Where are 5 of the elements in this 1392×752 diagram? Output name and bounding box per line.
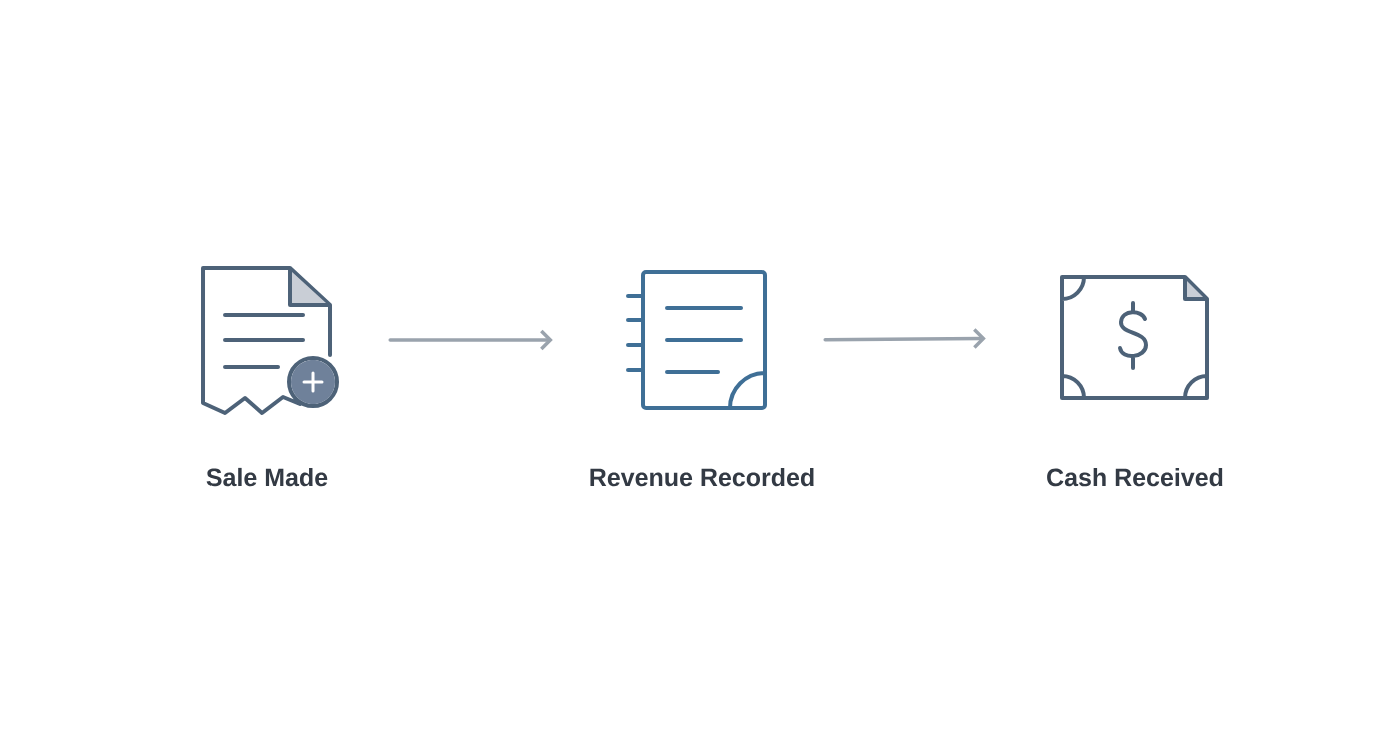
arrow <box>388 329 553 351</box>
step-label: Cash Received <box>1047 467 1223 487</box>
step-label: Sale Made <box>206 467 328 487</box>
step-label: Revenue Recorded <box>590 467 814 487</box>
arrow <box>823 328 986 349</box>
